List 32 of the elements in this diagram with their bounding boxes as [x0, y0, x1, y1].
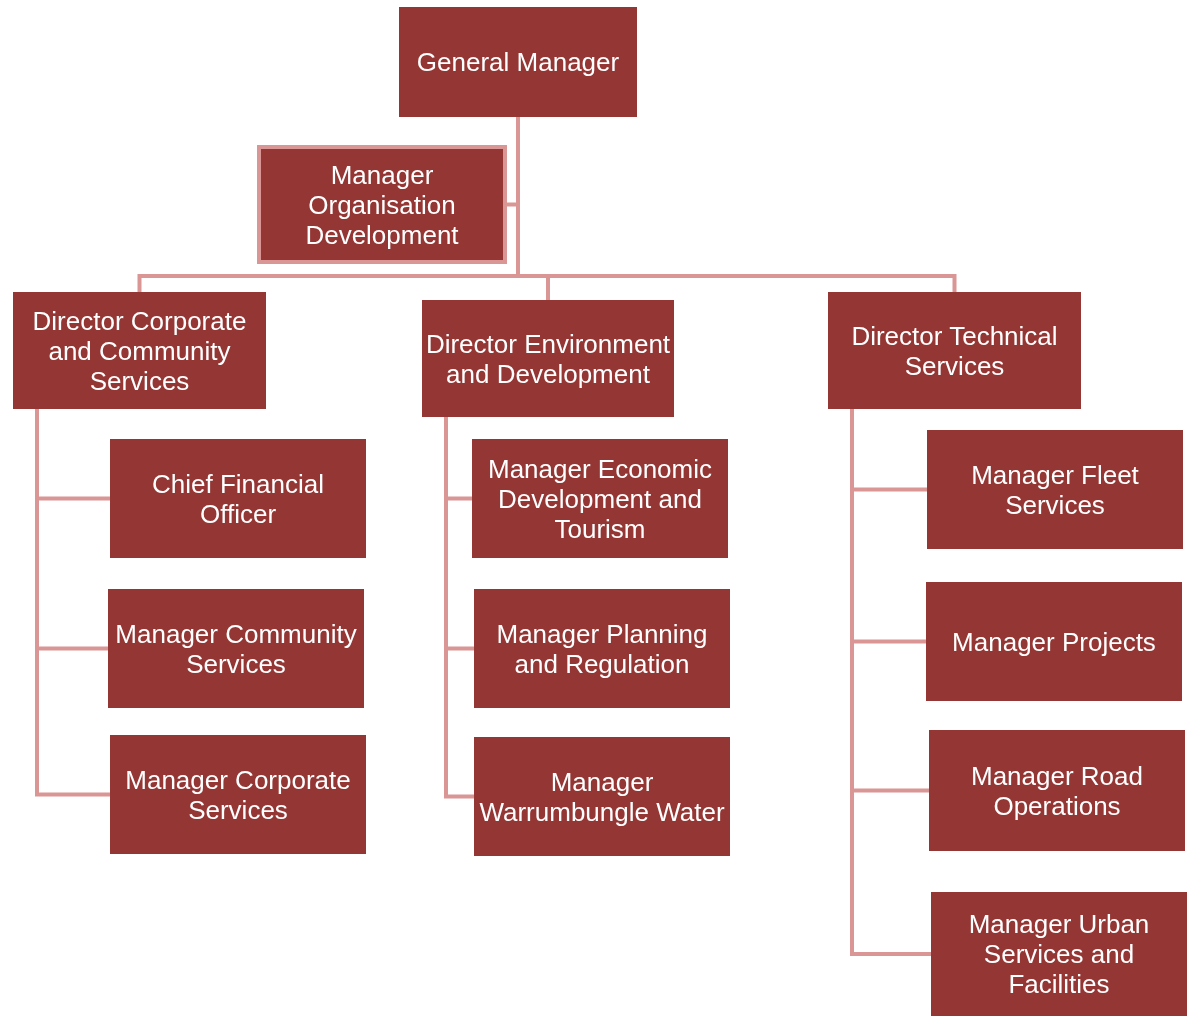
- connector-line: [444, 417, 474, 799]
- role-box: [931, 892, 1187, 1016]
- role-box: [257, 145, 507, 264]
- role-title: Manager Community Services: [114, 618, 358, 679]
- role-box: [13, 292, 266, 409]
- role-title: Manager Organisation Development: [304, 159, 460, 250]
- role-title: Chief Financial Officer: [151, 468, 325, 529]
- role-title: General Manager: [415, 47, 621, 77]
- connector-line: [35, 409, 110, 797]
- role-box: [399, 7, 637, 117]
- role-title: Manager Fleet Services: [970, 459, 1140, 520]
- role-box: [474, 589, 730, 708]
- role-box: [926, 582, 1182, 701]
- role-title: Manager Projects: [951, 626, 1157, 657]
- role-title: Manager Road Operations: [970, 760, 1144, 821]
- role-title: Director Corporate and Community Services: [31, 305, 248, 396]
- role-box: [108, 589, 364, 708]
- role-title: Manager Planning and Regulation: [495, 618, 709, 679]
- role-box: [927, 430, 1183, 549]
- role-box: [422, 300, 674, 417]
- role-title: Manager Corporate Services: [124, 764, 352, 825]
- role-box: [828, 292, 1081, 409]
- role-title: Manager Warrumbungle Water: [478, 766, 726, 827]
- role-box: [472, 439, 728, 558]
- role-title: Director Technical Services: [850, 320, 1059, 381]
- role-box: [929, 730, 1185, 851]
- role-title: Manager Urban Services and Facilities: [967, 909, 1151, 999]
- role-title: Manager Economic Development and Tourism: [487, 453, 713, 544]
- role-box: [110, 735, 366, 854]
- role-box: [474, 737, 730, 856]
- role-box: [110, 439, 366, 558]
- role-title: Director Environment and Development: [424, 328, 672, 389]
